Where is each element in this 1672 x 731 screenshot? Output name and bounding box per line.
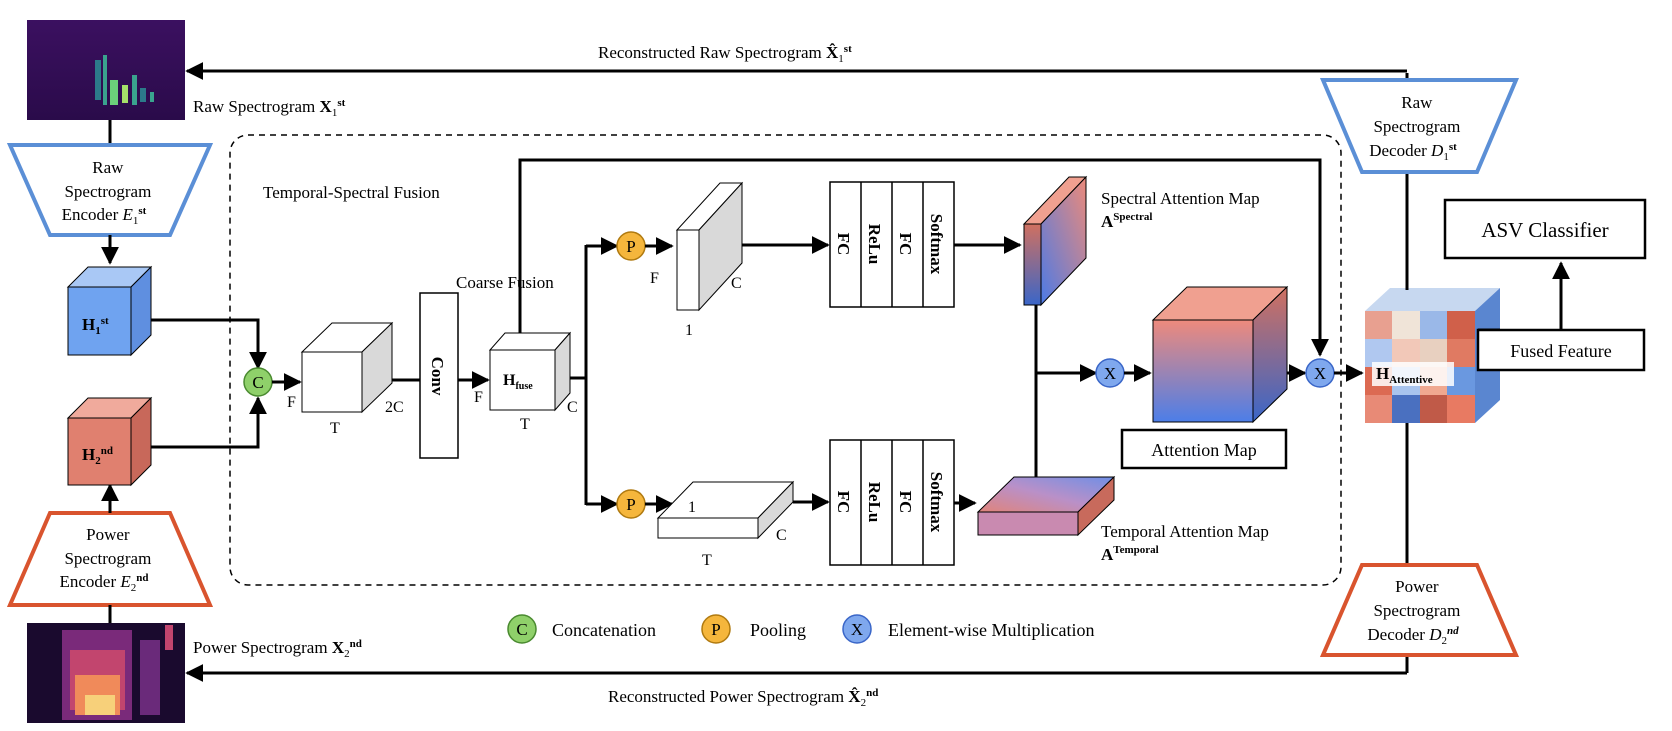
spectral-softmax: Softmax [927, 214, 946, 275]
fusion-title: Temporal-Spectral Fusion [263, 183, 440, 202]
legend-concat-icon [507, 614, 537, 644]
legend-pool-symbol: P [711, 620, 720, 639]
raw-decoder-label: Raw Spectrogram Decoder D1st [1369, 93, 1464, 163]
temporal-mlp [829, 439, 955, 566]
concat-dim-f: F [287, 394, 296, 411]
raw-encoder-shape [6, 143, 214, 237]
legend-mult-label: Element-wise Multiplication [888, 620, 1094, 640]
hattentive-label-bg [1372, 362, 1454, 386]
power-decoder-shape [1319, 563, 1520, 657]
legend-mult-symbol: X [851, 620, 863, 639]
fused-feature-box [1476, 328, 1646, 372]
legend-pool-icon [701, 614, 731, 644]
power-encoder-shape [6, 511, 214, 607]
temporal-slab-dim-t: T [702, 552, 712, 569]
legend-pool-label: Pooling [750, 620, 806, 640]
attention-map-label: Attention Map [1151, 440, 1257, 460]
spectral-fc1: FC [834, 233, 853, 256]
spectral-slab-dim-1: 1 [685, 322, 693, 339]
concat-op-label: C [252, 373, 263, 392]
concat-cube [300, 321, 394, 414]
raw-decoder-shape [1319, 78, 1520, 174]
legend-concat-label: Concatenation [552, 620, 656, 640]
mult-op-2-label: X [1314, 364, 1326, 383]
power-spectrogram-image [27, 623, 185, 723]
temporal-relu: ReLu [865, 482, 884, 523]
h1-to-concat-arrow [151, 318, 267, 370]
conv-label: Conv [428, 357, 447, 396]
fused-feature-label: Fused Feature [1510, 341, 1611, 361]
raw-encoder-label: Raw Spectrogram Encoder E1st [62, 158, 156, 227]
h2-cube [66, 396, 153, 487]
temporal-softmax: Softmax [927, 472, 946, 533]
spectral-mlp [829, 181, 955, 308]
attention-map-cube [1151, 285, 1289, 424]
spectral-map-label: Spectral Attention Map [1101, 189, 1260, 208]
asv-classifier-box [1443, 198, 1647, 260]
h2-label: H2nd [82, 445, 113, 467]
mult-op-1-label: X [1104, 364, 1116, 383]
legend-concat-symbol: C [516, 620, 527, 639]
asv-classifier-label: ASV Classifier [1481, 218, 1608, 242]
spectral-attention-map [1022, 175, 1088, 307]
hfuse-cube [488, 331, 572, 412]
hfuse-dim-f: F [474, 389, 483, 406]
spectral-slab [675, 181, 744, 312]
conv-block [419, 292, 459, 459]
fusion-region [229, 134, 1342, 586]
reconstructed-raw-label: Reconstructed Raw Spectrogram X̂1st [598, 43, 852, 65]
temporal-pool-label: P [626, 495, 635, 514]
h2-to-concat-arrow [151, 396, 267, 449]
legend: C Concatenation P Pooling X Element-wise… [507, 614, 1094, 644]
concat-dim-2c: 2C [385, 399, 404, 416]
legend-mult-icon [842, 614, 872, 644]
temporal-fc1: FC [834, 491, 853, 514]
raw-spectrogram-image [27, 20, 185, 120]
temporal-slab-dim-c: C [776, 527, 787, 544]
spectral-pool-dim-f: F [650, 270, 659, 287]
power-decoder-label: Power Spectrogram Decoder D2nd [1367, 577, 1464, 647]
hfuse-dim-c: C [567, 399, 578, 416]
power-spectrogram-label: Power Spectrogram X2nd [193, 638, 362, 660]
reconstructed-power-label: Reconstructed Power Spectrogram X̂2nd [608, 687, 878, 709]
temporal-slab [656, 480, 795, 540]
attention-map-box [1120, 428, 1288, 470]
h1-cube [66, 265, 153, 357]
coarse-fusion-label: Coarse Fusion [456, 273, 554, 292]
hattentive-label: HAttentive [1376, 364, 1433, 386]
temporal-slab-dim-1: 1 [688, 499, 696, 516]
spectral-pool-label: P [626, 237, 635, 256]
temporal-map-label: Temporal Attention Map [1101, 522, 1269, 541]
temporal-fc2: FC [896, 491, 915, 514]
temporal-attention-map [976, 475, 1116, 537]
spectral-map-symbol: ASpectral [1101, 211, 1152, 231]
temporal-map-symbol: ATemporal [1101, 544, 1159, 564]
concat-dim-t: T [330, 420, 340, 437]
spectral-slab-dim-c: C [731, 275, 742, 292]
h1-label: H1st [82, 315, 109, 337]
hfuse-skip-arrow [518, 158, 1329, 357]
spectral-relu: ReLu [865, 224, 884, 265]
raw-spectrogram-label: Raw Spectrogram X1st [193, 97, 346, 119]
spectral-fc2: FC [896, 233, 915, 256]
hfuse-dim-t: T [520, 416, 530, 433]
power-encoder-label: Power Spectrogram Encoder E2nd [59, 525, 155, 594]
hfuse-label: Hfuse [503, 372, 533, 392]
